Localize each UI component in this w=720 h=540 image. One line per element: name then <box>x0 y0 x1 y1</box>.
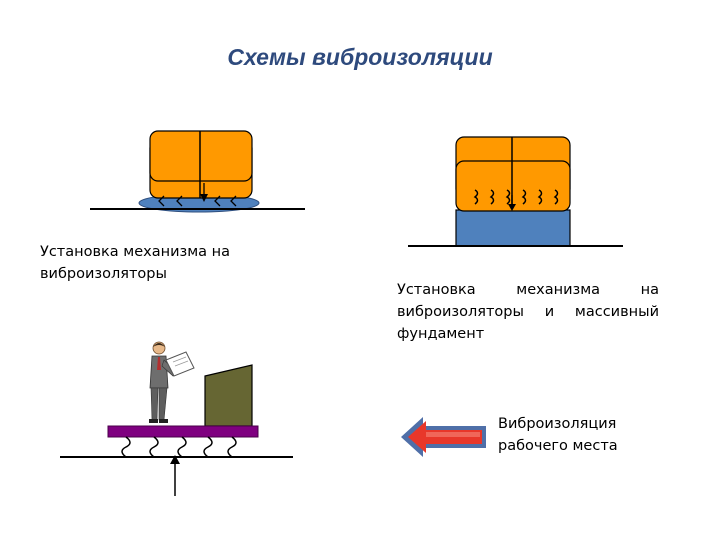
spring-icon <box>203 436 213 458</box>
caption-machine-on-isolators: Установка механизма на виброизоляторы <box>40 244 231 282</box>
spring-icon <box>489 189 495 205</box>
spring-icon <box>230 195 237 207</box>
spring-icon <box>149 436 159 458</box>
worker-shoe <box>149 419 158 423</box>
worker-hair <box>153 343 165 347</box>
worker-leg <box>150 387 159 421</box>
machine-cabinet <box>204 364 253 427</box>
spring-icon <box>553 189 559 205</box>
document-line <box>174 360 189 367</box>
caption-workplace-isolation: Виброизоляция рабочего места <box>498 416 618 454</box>
worker-shoe <box>159 419 168 423</box>
scheme-machine-on-foundation <box>408 136 623 247</box>
scheme-workplace-isolation <box>60 341 293 496</box>
machine-block-front <box>455 160 571 212</box>
spring-icon <box>158 195 165 207</box>
spring-icon <box>177 436 187 458</box>
force-arrow-head <box>508 204 516 211</box>
scheme-machine-on-isolators <box>90 130 305 213</box>
spring-icon <box>473 189 479 205</box>
caption-machine-on-foundation: Установка механизма на виброизоляторы и … <box>397 282 659 342</box>
force-arrow-head <box>170 455 180 464</box>
page-title: Схемы виброизоляции <box>227 44 493 70</box>
worker-figure <box>149 341 195 423</box>
spring-icon <box>227 436 237 458</box>
spring-icon <box>176 195 183 207</box>
spring-icon <box>537 189 543 205</box>
machine-block-front <box>149 130 253 182</box>
massive-foundation <box>455 209 571 247</box>
spring-icon <box>521 189 527 205</box>
force-arrow-head <box>200 194 208 202</box>
legend-arrow-icon <box>401 417 486 457</box>
spring-icon <box>505 189 511 205</box>
worker-tie <box>157 357 161 370</box>
document-line <box>172 356 187 363</box>
isolated-platform <box>107 425 259 438</box>
spring-icon <box>121 436 131 458</box>
spring-icon <box>214 195 221 207</box>
worker-leg <box>158 387 168 421</box>
